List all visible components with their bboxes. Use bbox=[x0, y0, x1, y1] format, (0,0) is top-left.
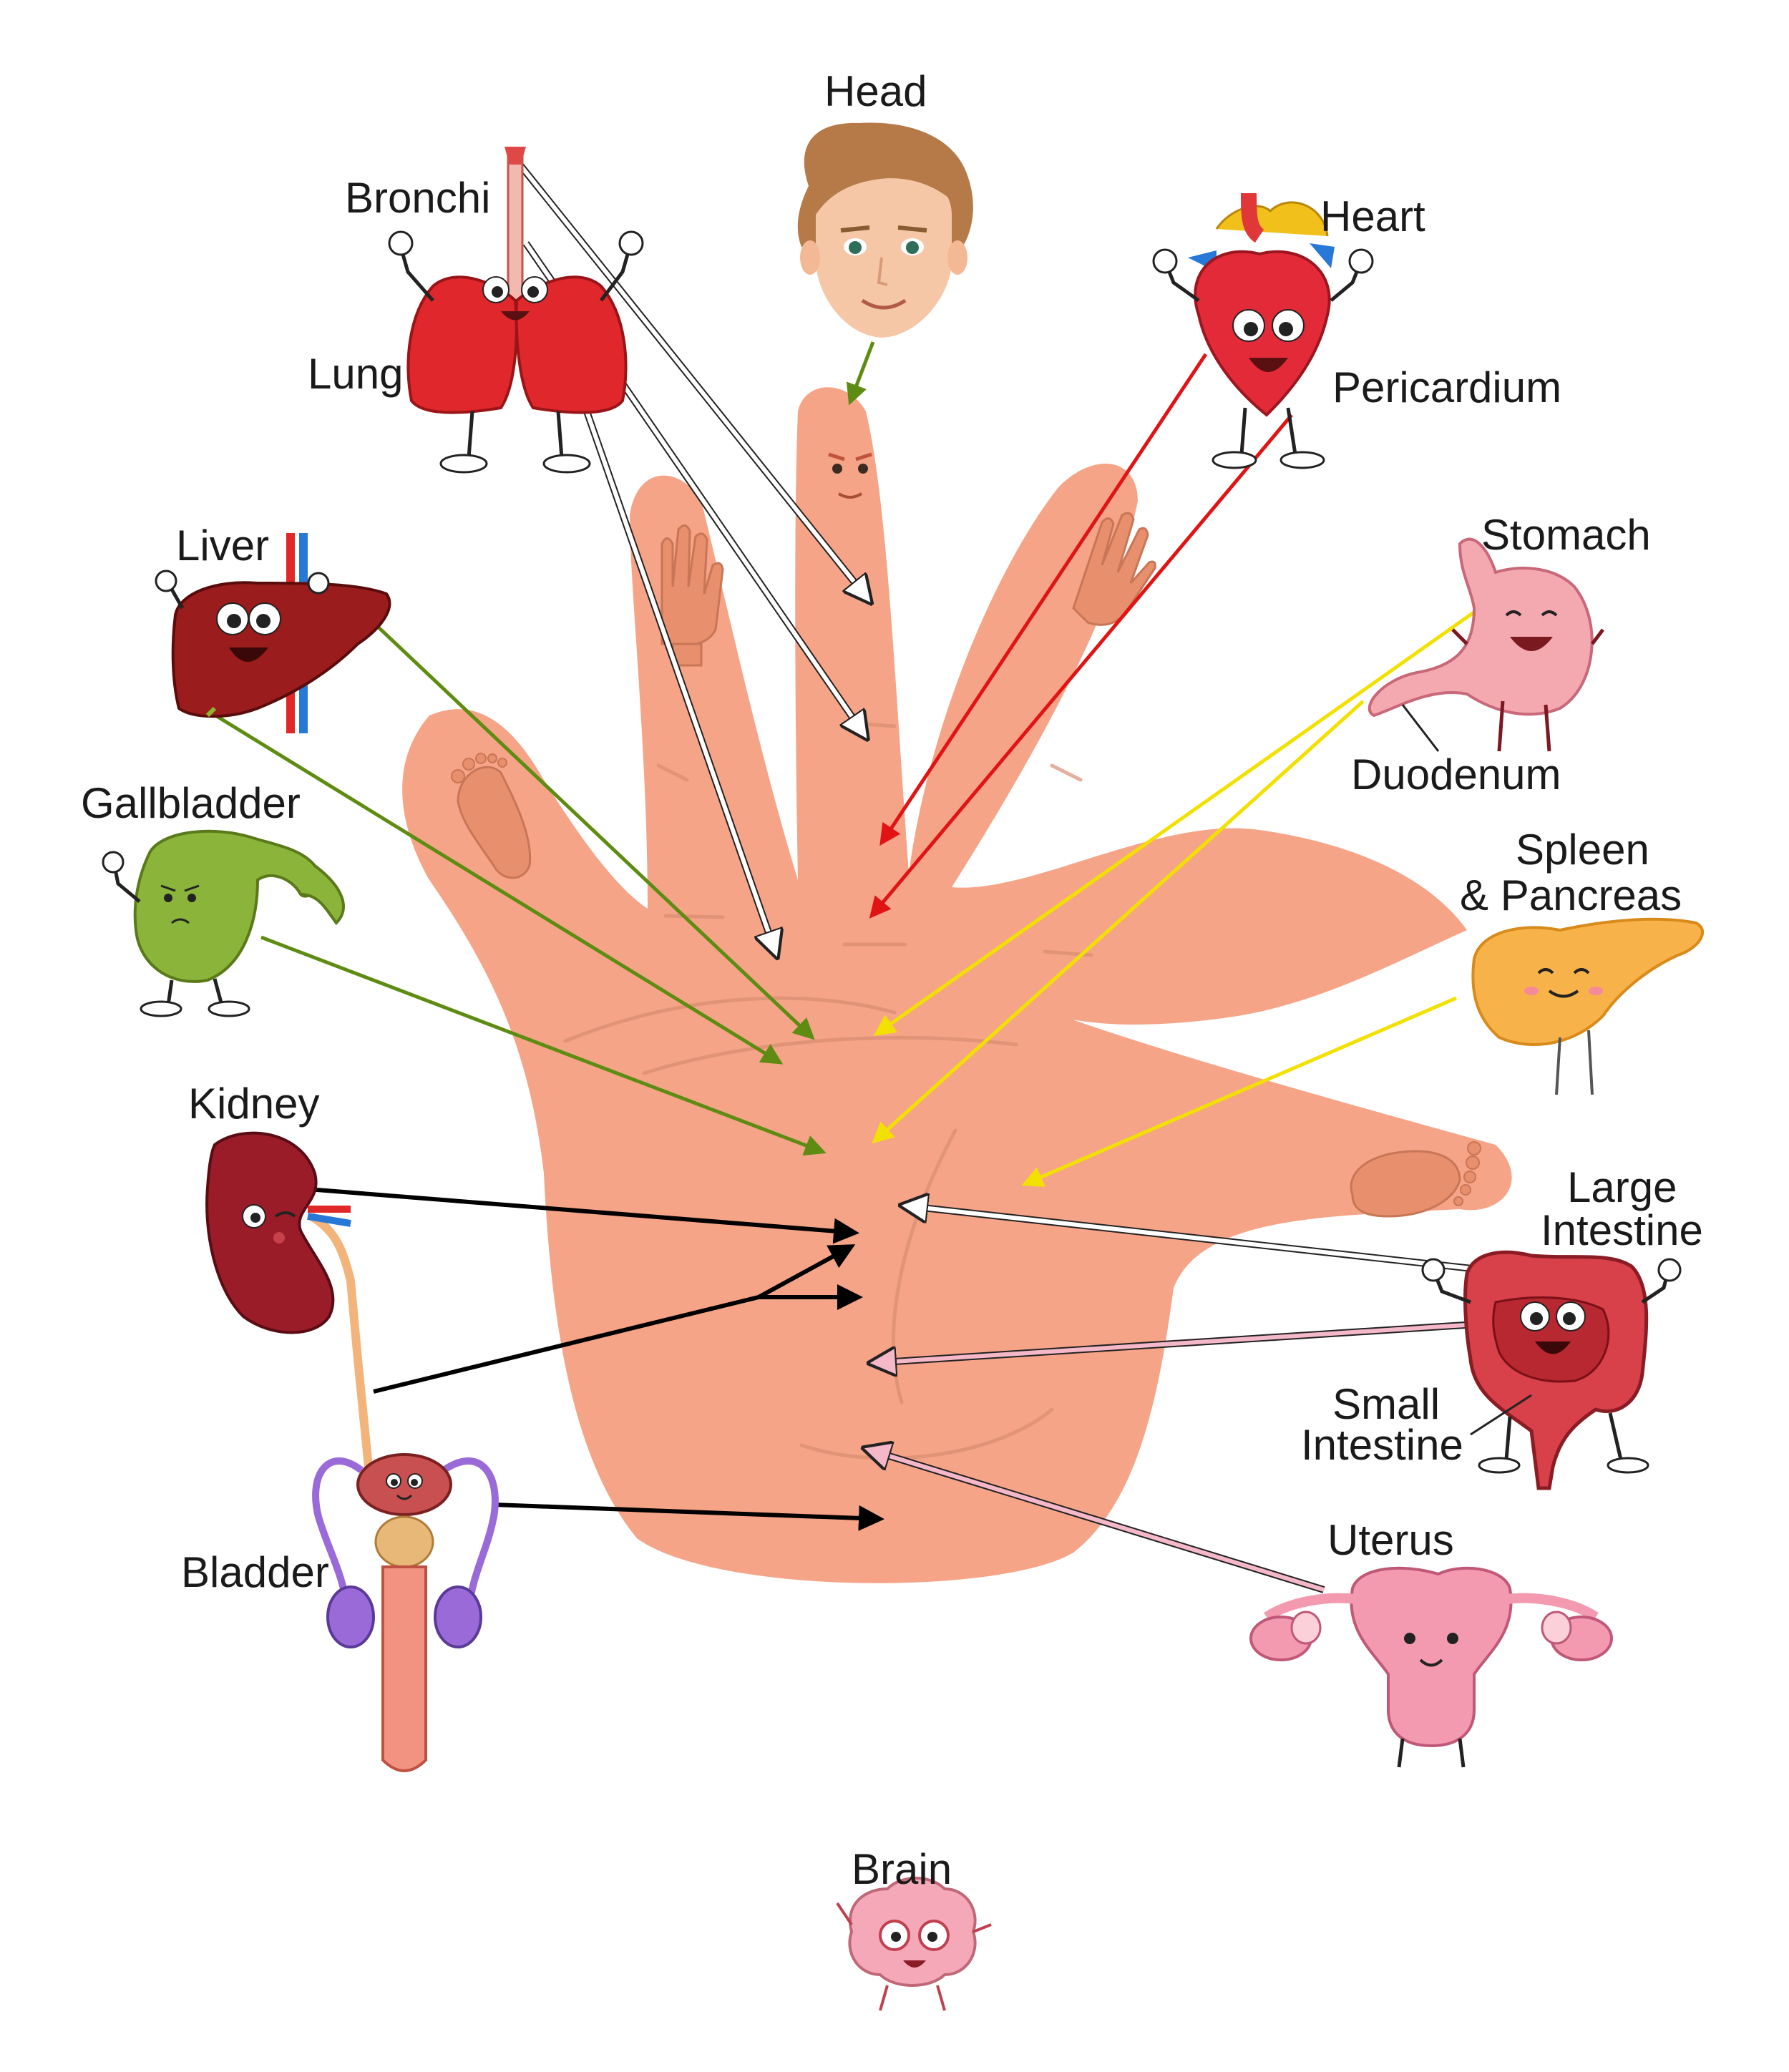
bladder-icon bbox=[312, 1453, 499, 1772]
pancreas-icon bbox=[1471, 917, 1705, 1095]
liver-icon bbox=[155, 533, 391, 733]
liver-arrow-2 bbox=[203, 706, 784, 1065]
label-layer: Head Bronchi Lung Heart Pericardium Stom… bbox=[81, 67, 1703, 1893]
gallbladder-arrow bbox=[260, 935, 827, 1156]
bladder-arrow bbox=[493, 1502, 884, 1531]
kidney-arrow bbox=[307, 1187, 859, 1244]
pericardium-arrow bbox=[869, 414, 1293, 919]
label-lung: Lung bbox=[308, 350, 403, 398]
duodenum-leader bbox=[1401, 704, 1440, 752]
label-spleen: Spleen bbox=[1516, 826, 1649, 874]
label-gallbladder: Gallbladder bbox=[81, 779, 301, 827]
kidney-icon bbox=[205, 1131, 373, 1467]
gallbladder-icon bbox=[102, 829, 345, 1017]
label-heart: Heart bbox=[1320, 192, 1425, 240]
duodenum-arrow bbox=[872, 700, 1365, 1144]
foot-on-thumb-icon bbox=[451, 753, 532, 879]
intestine-icon bbox=[1421, 1250, 1682, 1490]
spleen-pancreas-arrow bbox=[1021, 996, 1457, 1187]
stomach-arrow bbox=[873, 602, 1486, 1036]
label-pericardium: Pericardium bbox=[1332, 363, 1561, 411]
label-liver: Liver bbox=[176, 522, 269, 570]
label-head: Head bbox=[824, 67, 927, 115]
label-bronchi: Bronchi bbox=[345, 174, 490, 222]
lung-arrow bbox=[583, 410, 776, 955]
label-brain: Brain bbox=[852, 1845, 952, 1893]
uterus-icon bbox=[1249, 1566, 1613, 1768]
label-uterus: Uterus bbox=[1327, 1516, 1454, 1564]
label-bladder: Bladder bbox=[181, 1548, 329, 1596]
stomach-icon bbox=[1368, 537, 1604, 752]
label-small-intestine-line2: Intestine bbox=[1301, 1421, 1463, 1469]
head-arrow bbox=[846, 341, 875, 406]
label-large-intestine-line1: Large bbox=[1567, 1163, 1677, 1211]
label-kidney: Kidney bbox=[188, 1080, 319, 1128]
liver-arrow bbox=[349, 600, 815, 1040]
finger-face-icon bbox=[828, 452, 872, 499]
lungs-icon bbox=[388, 147, 644, 474]
small-intestine-leader bbox=[1470, 1394, 1532, 1436]
label-pancreas: & Pancreas bbox=[1460, 871, 1682, 919]
foot-on-little-finger-icon bbox=[1350, 1141, 1481, 1218]
heart-icon bbox=[1152, 192, 1374, 469]
label-duodenum: Duodenum bbox=[1351, 751, 1561, 798]
label-stomach: Stomach bbox=[1481, 511, 1651, 559]
small-intestine-arrow bbox=[872, 1319, 1511, 1363]
uterus-arrow bbox=[866, 1449, 1325, 1593]
label-small-intestine-line1: Small bbox=[1332, 1380, 1440, 1428]
brain-icon bbox=[836, 1877, 992, 2011]
large-intestine-arrow bbox=[903, 1206, 1486, 1274]
label-large-intestine-line2: Intestine bbox=[1541, 1206, 1703, 1254]
face-icon bbox=[797, 122, 973, 338]
heart-arrow bbox=[879, 353, 1208, 846]
